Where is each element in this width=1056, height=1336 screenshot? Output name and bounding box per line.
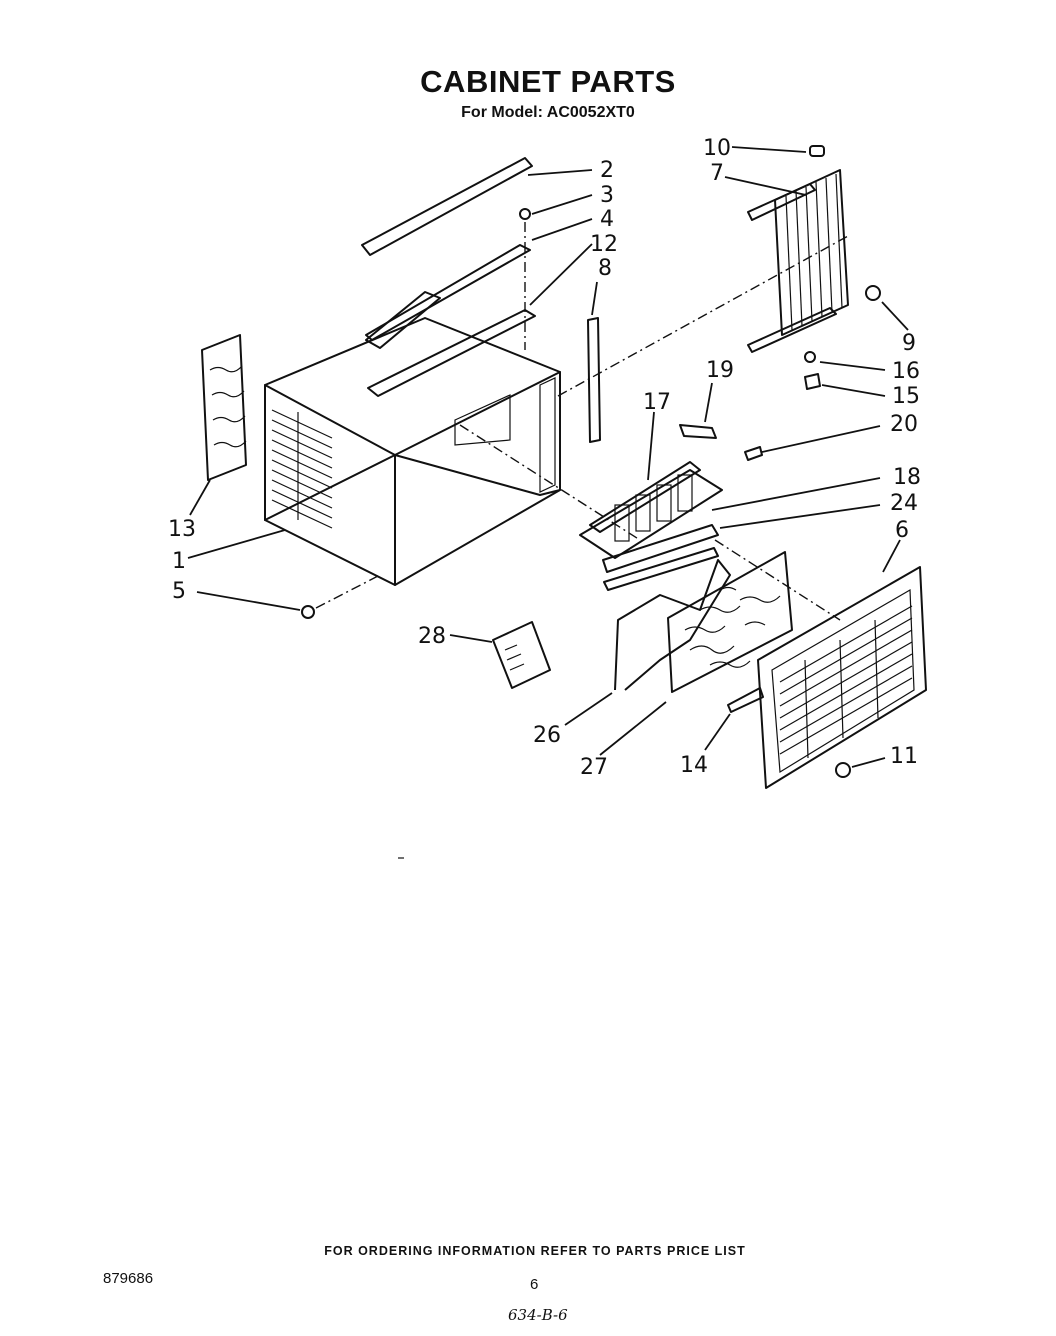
- part-14-tab: [727, 687, 764, 713]
- part-18-assembly: [579, 461, 723, 559]
- model-subtitle: For Model: AC0052XT0: [461, 104, 635, 121]
- part-15-clip: [804, 373, 821, 390]
- part-24-bar: [602, 524, 719, 573]
- callout-26: 26: [533, 723, 561, 748]
- part-11-screw: [835, 762, 851, 778]
- callout-27: 27: [580, 755, 608, 780]
- handwritten-note: 634-B-6: [508, 1306, 568, 1324]
- part-13-filter: [201, 334, 247, 481]
- part-28-label: [492, 621, 551, 689]
- callout-11: 11: [890, 744, 918, 769]
- part-20-clip: [744, 446, 763, 461]
- callout-13: 13: [168, 517, 196, 542]
- callout-4: 4: [600, 207, 614, 232]
- leader-lines: [187, 146, 909, 768]
- part-6-grille: [757, 566, 927, 789]
- part-2-strip: [361, 157, 533, 256]
- callout-5: 5: [172, 579, 186, 604]
- callout-3: 3: [600, 183, 614, 208]
- callout-7: 7: [710, 161, 724, 186]
- callout-19: 19: [706, 358, 734, 383]
- callout-2: 2: [600, 158, 614, 183]
- part-4-bar: [365, 244, 531, 341]
- callout-10: 10: [703, 136, 731, 161]
- callout-28: 28: [418, 624, 446, 649]
- document-number: 879686: [103, 1270, 154, 1287]
- callout-16: 16: [892, 359, 920, 384]
- part-27-filter: [667, 551, 793, 693]
- page-number: 6: [530, 1276, 539, 1293]
- callout-6: 6: [895, 518, 909, 543]
- callout-24: 24: [890, 491, 918, 516]
- callout-1: 1: [172, 549, 186, 574]
- part-3-screw: [519, 208, 531, 220]
- part-10-screw: [809, 145, 825, 157]
- page-title: CABINET PARTS: [420, 64, 676, 99]
- callout-12: 12: [590, 232, 618, 257]
- callout-20: 20: [890, 412, 918, 437]
- callout-9: 9: [902, 331, 916, 356]
- part-9-knob: [865, 285, 881, 301]
- callout-14: 14: [680, 753, 708, 778]
- part-7-panel: [747, 169, 849, 353]
- callout-15: 15: [892, 384, 920, 409]
- callout-17: 17: [643, 390, 671, 415]
- part-8-strip: [587, 317, 601, 443]
- ordering-note: FOR ORDERING INFORMATION REFER TO PARTS …: [324, 1244, 746, 1258]
- callout-18: 18: [893, 465, 921, 490]
- part-16-screw: [804, 351, 816, 363]
- part-5-screw: [301, 605, 315, 619]
- cabinet-part: [264, 291, 561, 586]
- part-19-bracket: [679, 424, 717, 439]
- callout-8: 8: [598, 256, 612, 281]
